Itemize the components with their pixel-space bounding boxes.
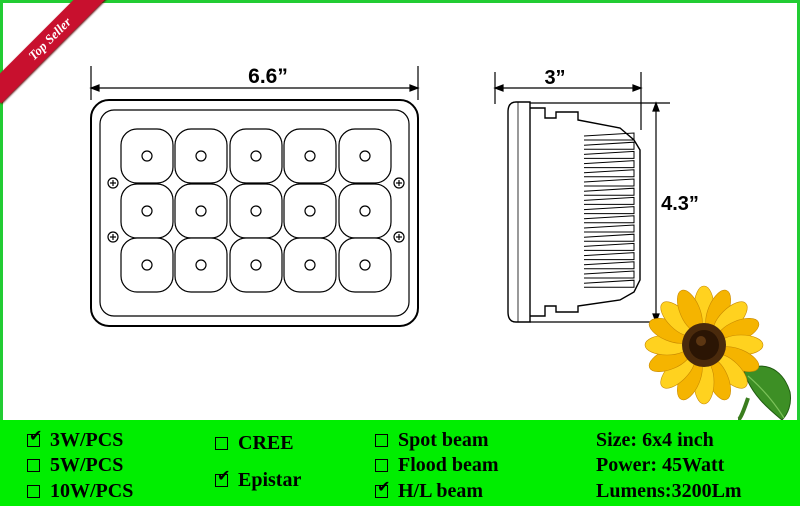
heatsink-fin <box>583 279 635 288</box>
lamp-front-view <box>90 99 419 327</box>
top-seller-ribbon: Top Seller <box>0 0 110 110</box>
heatsink-fin <box>583 252 635 261</box>
checkbox-cree <box>215 436 228 450</box>
ribbon-label: Top Seller <box>0 0 110 104</box>
option-hl-beam: ✔ H/L beam <box>375 478 484 503</box>
option-epistar-label: Epistar <box>238 468 302 491</box>
heatsink-fin <box>583 187 635 196</box>
led-lens <box>229 237 283 293</box>
check-icon: ✔ <box>377 476 391 496</box>
heatsink-fin <box>583 160 635 169</box>
led-lens <box>174 237 228 293</box>
depth-dimension <box>493 72 643 130</box>
led-lens <box>283 237 337 293</box>
option-3w: ✔ 3W/PCS <box>27 427 124 452</box>
option-flood-beam: Flood beam <box>375 453 499 477</box>
option-hl-beam-label: H/L beam <box>398 479 484 502</box>
led-lens <box>283 183 337 239</box>
screw-icon <box>393 177 405 189</box>
heatsink-fin <box>583 206 635 215</box>
heatsink-fin <box>583 141 635 150</box>
heatsink-fin <box>583 178 635 187</box>
led-lens <box>120 237 174 293</box>
heatsink-fin <box>583 224 635 233</box>
spec-lumens: Lumens:3200Lm <box>596 479 742 502</box>
led-lens <box>120 128 174 184</box>
heatsink-fin <box>583 215 635 224</box>
option-spot-beam: Spot beam <box>375 428 489 452</box>
led-lens <box>338 183 392 239</box>
heatsink-fin <box>583 261 635 270</box>
heatsink-fin <box>583 270 635 279</box>
screw-icon <box>107 177 119 189</box>
led-lens <box>338 237 392 293</box>
heatsink-fin <box>583 169 635 178</box>
led-lens <box>283 128 337 184</box>
heatsink-fin <box>583 242 635 251</box>
option-5w-label: 5W/PCS <box>50 453 124 476</box>
option-epistar: ✔ Epistar <box>215 467 302 492</box>
screw-icon <box>107 231 119 243</box>
width-dimension <box>89 66 420 100</box>
option-cree-label: CREE <box>238 431 294 454</box>
heatsink-fin <box>583 150 635 159</box>
checkbox-10w <box>27 484 40 498</box>
led-lens <box>174 128 228 184</box>
option-spot-beam-label: Spot beam <box>398 428 489 451</box>
checkbox-5w <box>27 458 40 472</box>
spec-bar <box>0 420 800 506</box>
sunflower-image <box>644 285 791 420</box>
led-lens <box>174 183 228 239</box>
heatsink-fin <box>583 233 635 242</box>
option-cree: CREE <box>215 431 294 455</box>
lamp-side-view <box>507 101 641 323</box>
heatsink-fin <box>583 196 635 205</box>
check-icon: ✔ <box>217 465 231 485</box>
checkbox-flood-beam <box>375 458 388 472</box>
option-flood-beam-label: Flood beam <box>398 453 499 476</box>
frame-border-top <box>0 0 800 3</box>
height-dimension <box>530 101 670 324</box>
option-10w: 10W/PCS <box>27 479 133 503</box>
checkbox-spot-beam <box>375 433 388 447</box>
heatsink-fin <box>583 132 635 141</box>
depth-label: 3” <box>544 67 565 89</box>
width-label: 6.6” <box>248 65 288 88</box>
led-lens <box>229 183 283 239</box>
led-lens <box>229 128 283 184</box>
checkbox-3w: ✔ <box>27 427 42 447</box>
technical-drawing: 6.6” 3” 4.3” <box>89 65 791 420</box>
option-10w-label: 10W/PCS <box>50 479 134 502</box>
check-icon: ✔ <box>29 425 43 445</box>
checkbox-epistar: ✔ <box>215 467 230 487</box>
spec-size: Size: 6x4 inch <box>596 428 714 451</box>
led-lens <box>120 183 174 239</box>
frame-border-right <box>797 0 800 420</box>
led-lens <box>338 128 392 184</box>
screw-icon <box>393 231 405 243</box>
option-5w: 5W/PCS <box>27 453 123 477</box>
frame-border-left <box>0 0 3 420</box>
option-3w-label: 3W/PCS <box>50 428 124 451</box>
spec-power: Power: 45Watt <box>596 453 725 476</box>
checkbox-hl-beam: ✔ <box>375 478 390 498</box>
height-label: 4.3” <box>661 193 699 215</box>
